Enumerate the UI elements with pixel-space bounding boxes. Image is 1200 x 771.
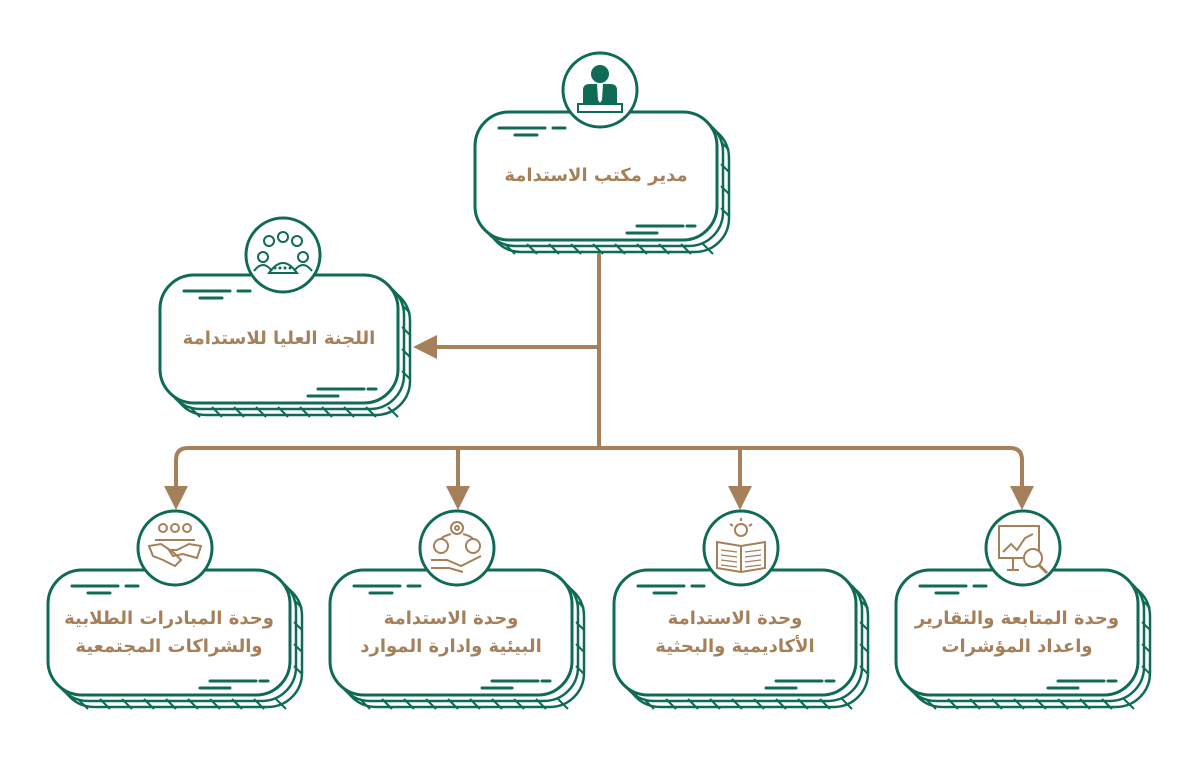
connector-branch-bar bbox=[174, 446, 1024, 497]
committee-box-label: اللجنة العليا للاستدامة bbox=[160, 275, 398, 403]
unit-monitoring-box-label: وحدة المتابعة والتقارير واعداد المؤشرات bbox=[896, 570, 1138, 695]
unit-environment-box-label: وحدة الاستدامة البيئية وادارة الموارد bbox=[330, 570, 572, 695]
committee-box bbox=[158, 273, 412, 418]
unit-monitoring-box bbox=[894, 568, 1152, 710]
unit-academic-box-label: وحدة الاستدامة الأكاديمية والبحثية bbox=[614, 570, 856, 695]
chart-magnifier-icon bbox=[984, 509, 1062, 587]
unit-environment-box bbox=[328, 568, 586, 710]
unit-initiatives-box bbox=[46, 568, 304, 710]
unit-initiatives-label-line-1: وحدة المبادرات الطلابية bbox=[64, 607, 274, 629]
unit-environment-label-line-2: البيئية وادارة الموارد bbox=[360, 635, 542, 657]
director-box-label: مدير مكتب الاستدامة bbox=[475, 112, 717, 240]
committee-icon bbox=[244, 216, 322, 294]
connectors bbox=[164, 253, 1034, 510]
unit-academic-box bbox=[612, 568, 870, 710]
unit-initiatives-label-line-2: والشراكات المجتمعية bbox=[75, 635, 263, 657]
director-icon bbox=[561, 51, 639, 129]
book-lightbulb-icon bbox=[702, 509, 780, 587]
unit-monitoring-label-line-2: واعداد المؤشرات bbox=[941, 635, 1093, 657]
unit-environment-label-line-1: وحدة الاستدامة bbox=[383, 607, 519, 629]
handshake-icon bbox=[136, 509, 214, 587]
committee-label-line-1: اللجنة العليا للاستدامة bbox=[182, 328, 376, 350]
unit-academic-label-line-1: وحدة الاستدامة bbox=[667, 607, 803, 629]
resources-hand-icon bbox=[418, 509, 496, 587]
unit-academic-label-line-2: الأكاديمية والبحثية bbox=[655, 635, 815, 657]
director-label-line-1: مدير مكتب الاستدامة bbox=[504, 165, 688, 187]
unit-initiatives-box-label: وحدة المبادرات الطلابية والشراكات المجتم… bbox=[48, 570, 290, 695]
unit-monitoring-label-line-1: وحدة المتابعة والتقارير bbox=[914, 607, 1120, 629]
